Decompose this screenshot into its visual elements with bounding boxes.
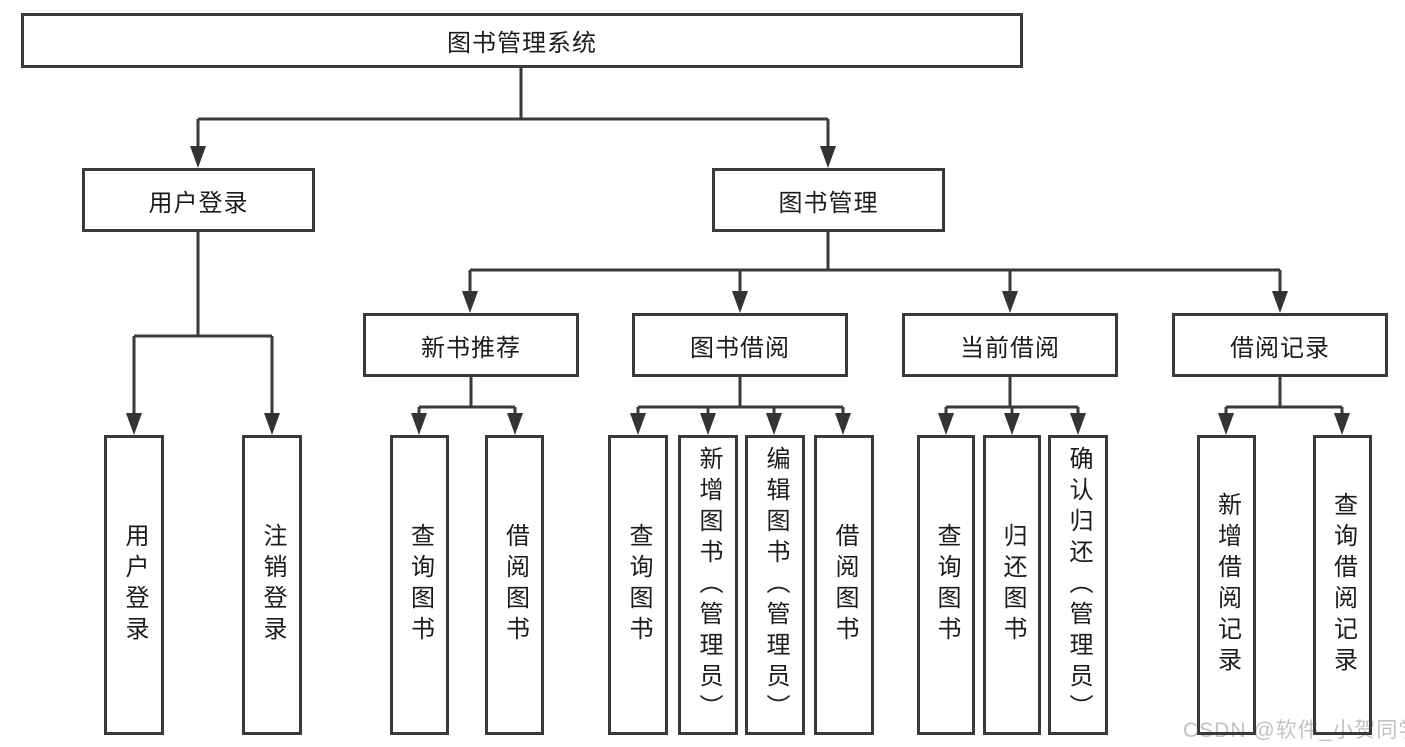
arrow-icon (1334, 413, 1350, 435)
csdn-watermark: CSDN @软件_小贺同学 (1183, 719, 1405, 742)
node-borrow-records-label: 借阅记录 (1230, 334, 1330, 362)
arrow-icon (1070, 413, 1086, 435)
leaf-cb-return-books: 归还图书 (983, 435, 1041, 735)
leaf-cb-confirm-return-admin-label: 确认归还（管理员） (1065, 445, 1092, 725)
leaf-bb-add-books-admin-label: 新增图书（管理员） (695, 445, 722, 725)
leaf-bb-query-books: 查询图书 (608, 435, 668, 735)
node-new-book-recommend-label: 新书推荐 (421, 334, 521, 362)
leaf-cb-query-books: 查询图书 (917, 435, 975, 735)
leaf-bb-borrow-books-label: 借阅图书 (831, 523, 858, 647)
leaf-bb-edit-books-admin-label: 编辑图书（管理员） (762, 445, 789, 725)
node-root-label: 图书管理系统 (447, 30, 597, 57)
arrow-icon (835, 413, 851, 435)
leaf-nb-query-books-label: 查询图书 (406, 523, 434, 647)
node-book-borrow: 图书借阅 (632, 313, 848, 377)
node-current-borrow: 当前借阅 (902, 313, 1118, 377)
arrow-icon (1002, 291, 1018, 313)
leaf-br-add-record-label: 新增借阅记录 (1213, 492, 1241, 678)
arrow-icon (1218, 413, 1234, 435)
connector-path (132, 68, 1344, 416)
arrow-icon (411, 413, 427, 435)
node-book-borrow-label: 图书借阅 (690, 334, 790, 362)
leaf-cb-query-books-label: 查询图书 (933, 523, 960, 647)
leaf-nb-borrow-books-label: 借阅图书 (501, 523, 529, 647)
leaf-br-add-record: 新增借阅记录 (1197, 435, 1256, 735)
arrow-icon (766, 413, 782, 435)
leaf-bb-borrow-books: 借阅图书 (814, 435, 874, 735)
arrow-icon (938, 413, 954, 435)
leaf-logout-login: 注销登录 (242, 435, 302, 735)
arrow-icon (700, 413, 716, 435)
node-new-book-recommend: 新书推荐 (363, 313, 579, 377)
node-book-management: 图书管理 (712, 168, 945, 232)
node-user-login: 用户登录 (82, 168, 315, 232)
leaf-bb-edit-books-admin: 编辑图书（管理员） (745, 435, 805, 735)
leaf-bb-add-books-admin: 新增图书（管理员） (678, 435, 738, 735)
node-root: 图书管理系统 (21, 13, 1023, 68)
node-user-login-label: 用户登录 (148, 189, 249, 217)
leaf-user-login: 用户登录 (104, 435, 164, 735)
leaf-nb-borrow-books: 借阅图书 (485, 435, 544, 735)
leaf-br-query-record-label: 查询借阅记录 (1329, 492, 1357, 678)
node-book-management-label: 图书管理 (778, 189, 879, 217)
arrow-icon (462, 291, 478, 313)
arrow-icon (190, 146, 206, 168)
leaf-nb-query-books: 查询图书 (390, 435, 449, 735)
arrow-icon (126, 413, 142, 435)
leaf-br-query-record: 查询借阅记录 (1313, 435, 1372, 735)
leaf-bb-query-books-label: 查询图书 (625, 523, 652, 647)
leaf-cb-return-books-label: 归还图书 (999, 523, 1026, 647)
node-current-borrow-label: 当前借阅 (960, 334, 1060, 362)
arrowheads (126, 146, 1350, 435)
arrow-icon (732, 291, 748, 313)
arrow-icon (630, 413, 646, 435)
leaf-cb-confirm-return-admin: 确认归还（管理员） (1048, 435, 1108, 735)
arrow-icon (507, 413, 523, 435)
leaf-logout-login-label: 注销登录 (259, 523, 286, 647)
node-borrow-records: 借阅记录 (1172, 313, 1388, 377)
arrow-icon (1272, 291, 1288, 313)
arrow-icon (1004, 413, 1020, 435)
arrow-icon (264, 413, 280, 435)
leaf-user-login-label: 用户登录 (121, 523, 148, 647)
arrow-icon (820, 146, 836, 168)
